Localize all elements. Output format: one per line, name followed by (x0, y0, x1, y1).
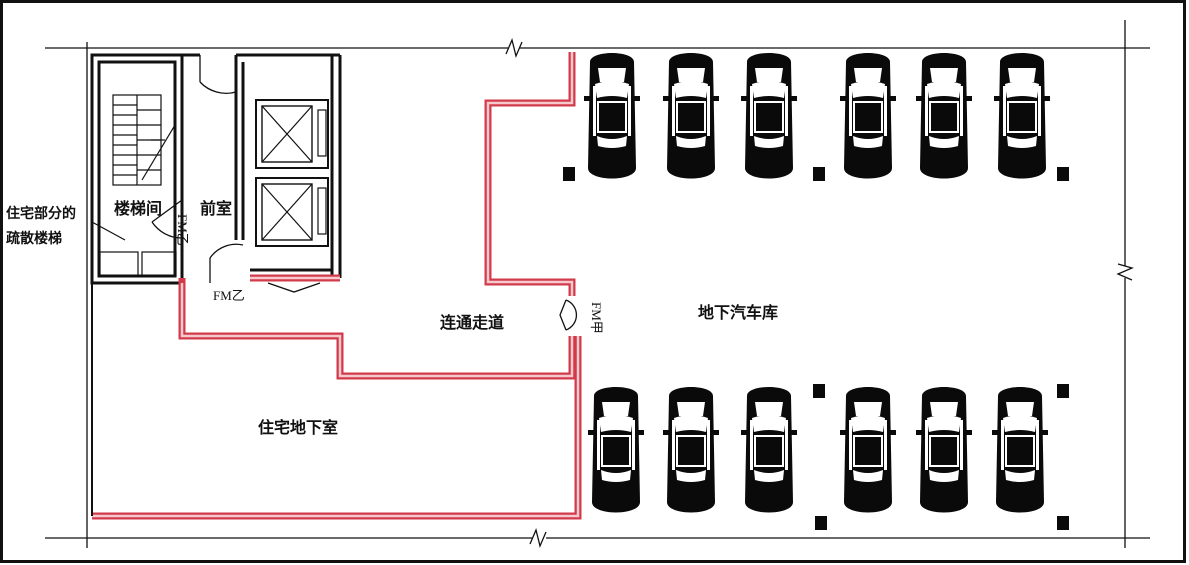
anteroom-label: 前室 (200, 199, 232, 218)
stairwell-label: 楼梯间 (114, 199, 162, 218)
note-leader (91, 221, 126, 241)
garage-label: 地下汽车库 (698, 303, 778, 322)
door-fm-b-label: FM乙 (213, 288, 245, 303)
residential-basement-label: 住宅地下室 (258, 418, 338, 437)
door-swings (151, 55, 578, 331)
corridor-label: 连通走道 (440, 313, 504, 332)
parking-top-row (563, 52, 1069, 181)
residential-stair-note-line2: 疏散楼梯 (6, 230, 62, 247)
elevator-shafts (255, 99, 329, 247)
fire-separation-walls (92, 52, 582, 520)
residential-stair-note-line1: 住宅部分的 (6, 205, 76, 222)
door-fm-b-vertical-label: FM乙 (175, 214, 190, 246)
grid-lines (45, 20, 1150, 549)
stair-flight (99, 94, 177, 277)
door-fm-a-label: FM甲 (589, 302, 604, 334)
parking-bottom-row (587, 384, 1069, 530)
